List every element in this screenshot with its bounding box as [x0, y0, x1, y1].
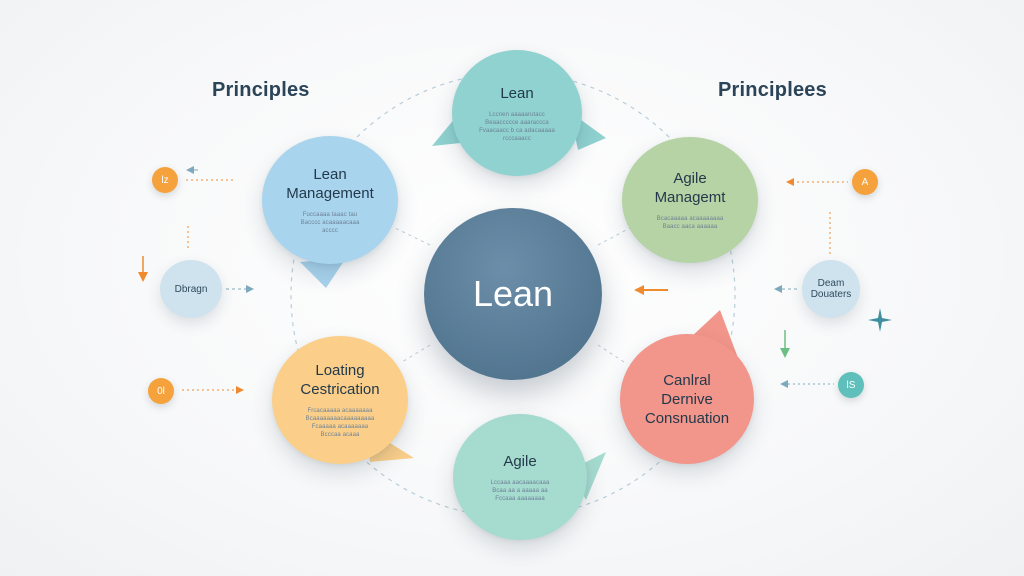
node-agile[interactable]: Agile Lccaaa aacaaaacaaa Bcaa aa a aaaaa…	[453, 414, 587, 540]
bottom-node-tail	[570, 452, 606, 500]
left-top-arrowhead	[186, 166, 194, 174]
center-arrow-head	[634, 285, 644, 295]
sparkle-icon	[868, 308, 892, 332]
right-top-arrowhead	[786, 178, 794, 186]
spoke-upper-right	[597, 227, 631, 246]
node-lean-management-title: Lean Management	[286, 166, 374, 202]
node-lean-title: Lean	[500, 84, 534, 102]
node-loating-cestrication-desc: Frcacaaaaa acaaaaaaa Bcaaaaaaaacaaaaaaaa…	[305, 408, 375, 438]
left-bottom-arrowhead	[236, 386, 244, 394]
node-agile-management-title: Agile Managemt	[654, 170, 726, 206]
node-canlral-dernive-title: Canlral Dernive Consnuation	[644, 371, 730, 427]
left-side-arrowhead	[246, 285, 254, 293]
badge-right-bottom[interactable]: lS	[838, 372, 864, 398]
left-down-arrow-head	[138, 272, 148, 282]
badge-left-bottom[interactable]: 0l	[148, 378, 174, 404]
right-bottom-arrowhead	[780, 380, 788, 388]
heading-right: Principlees	[718, 79, 827, 101]
side-node-deam-douaters[interactable]: Deam Douaters	[802, 260, 860, 318]
node-lean-desc: Lccnen aaaaarutacc Beaaccccce aaaraccca …	[479, 111, 555, 142]
node-agile-desc: Lccaaa aacaaaacaaa Bcaa aa a aaaaa aa Fc…	[490, 479, 550, 502]
spoke-lower-right	[597, 344, 625, 363]
heading-left: Principles	[212, 79, 310, 101]
side-node-dbragn[interactable]: Dbragn	[160, 260, 222, 318]
badge-left-top[interactable]: lz	[152, 167, 178, 193]
node-agile-title: Agile	[503, 452, 537, 470]
node-lean[interactable]: Lean Lccnen aaaaarutacc Beaaccccce aaara…	[452, 50, 582, 176]
node-agile-management-desc: Bcacaaaaa acaaaaaaaa Baacc aaca aaaaaa	[656, 216, 724, 230]
node-lean-management[interactable]: Lean Management Fuccaaaa taaac tau Baccc…	[262, 136, 398, 264]
center-node-lean[interactable]: Lean	[424, 208, 602, 380]
node-canlral-dernive[interactable]: Canlral Dernive Consnuation	[620, 334, 754, 464]
right-side-arrowhead	[774, 285, 782, 293]
right-down-arrow-head	[780, 348, 790, 358]
node-lean-management-desc: Fuccaaaa taaac tau Bacccc acaaaaacaaa ac…	[300, 212, 360, 234]
node-loating-cestrication-title: Loating Cestrication	[300, 362, 380, 398]
node-loating-cestrication[interactable]: Loating Cestrication Frcacaaaaa acaaaaaa…	[272, 336, 408, 464]
spoke-upper-left	[394, 227, 431, 246]
upper-left-node-tail	[300, 258, 346, 288]
badge-right-top[interactable]: A	[852, 169, 878, 195]
node-agile-management[interactable]: Agile Managemt Bcacaaaaa acaaaaaaaa Baac…	[622, 137, 758, 263]
spoke-lower-left	[401, 344, 431, 363]
